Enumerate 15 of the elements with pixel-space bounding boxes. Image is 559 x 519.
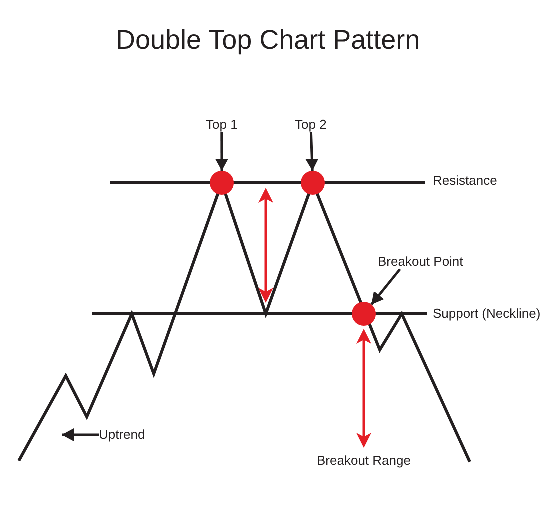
breakout-marker-icon xyxy=(352,302,376,326)
chart-title: Double Top Chart Pattern xyxy=(116,24,420,56)
line-label: Support (Neckline) xyxy=(433,306,541,322)
callout-label: Top 2 xyxy=(295,118,327,132)
peak-marker-icon xyxy=(210,171,234,195)
line-label: Resistance xyxy=(433,174,498,188)
callout-label: Top 1 xyxy=(206,118,238,132)
arrow xyxy=(306,132,319,172)
callout-label: Breakout Point xyxy=(378,254,464,270)
arrow xyxy=(215,132,228,171)
range-label: Breakout Range xyxy=(317,454,411,468)
arrow xyxy=(370,268,402,306)
arrow xyxy=(62,428,99,442)
callout-label: Uptrend xyxy=(99,428,146,442)
peak-marker-icon xyxy=(301,171,325,195)
